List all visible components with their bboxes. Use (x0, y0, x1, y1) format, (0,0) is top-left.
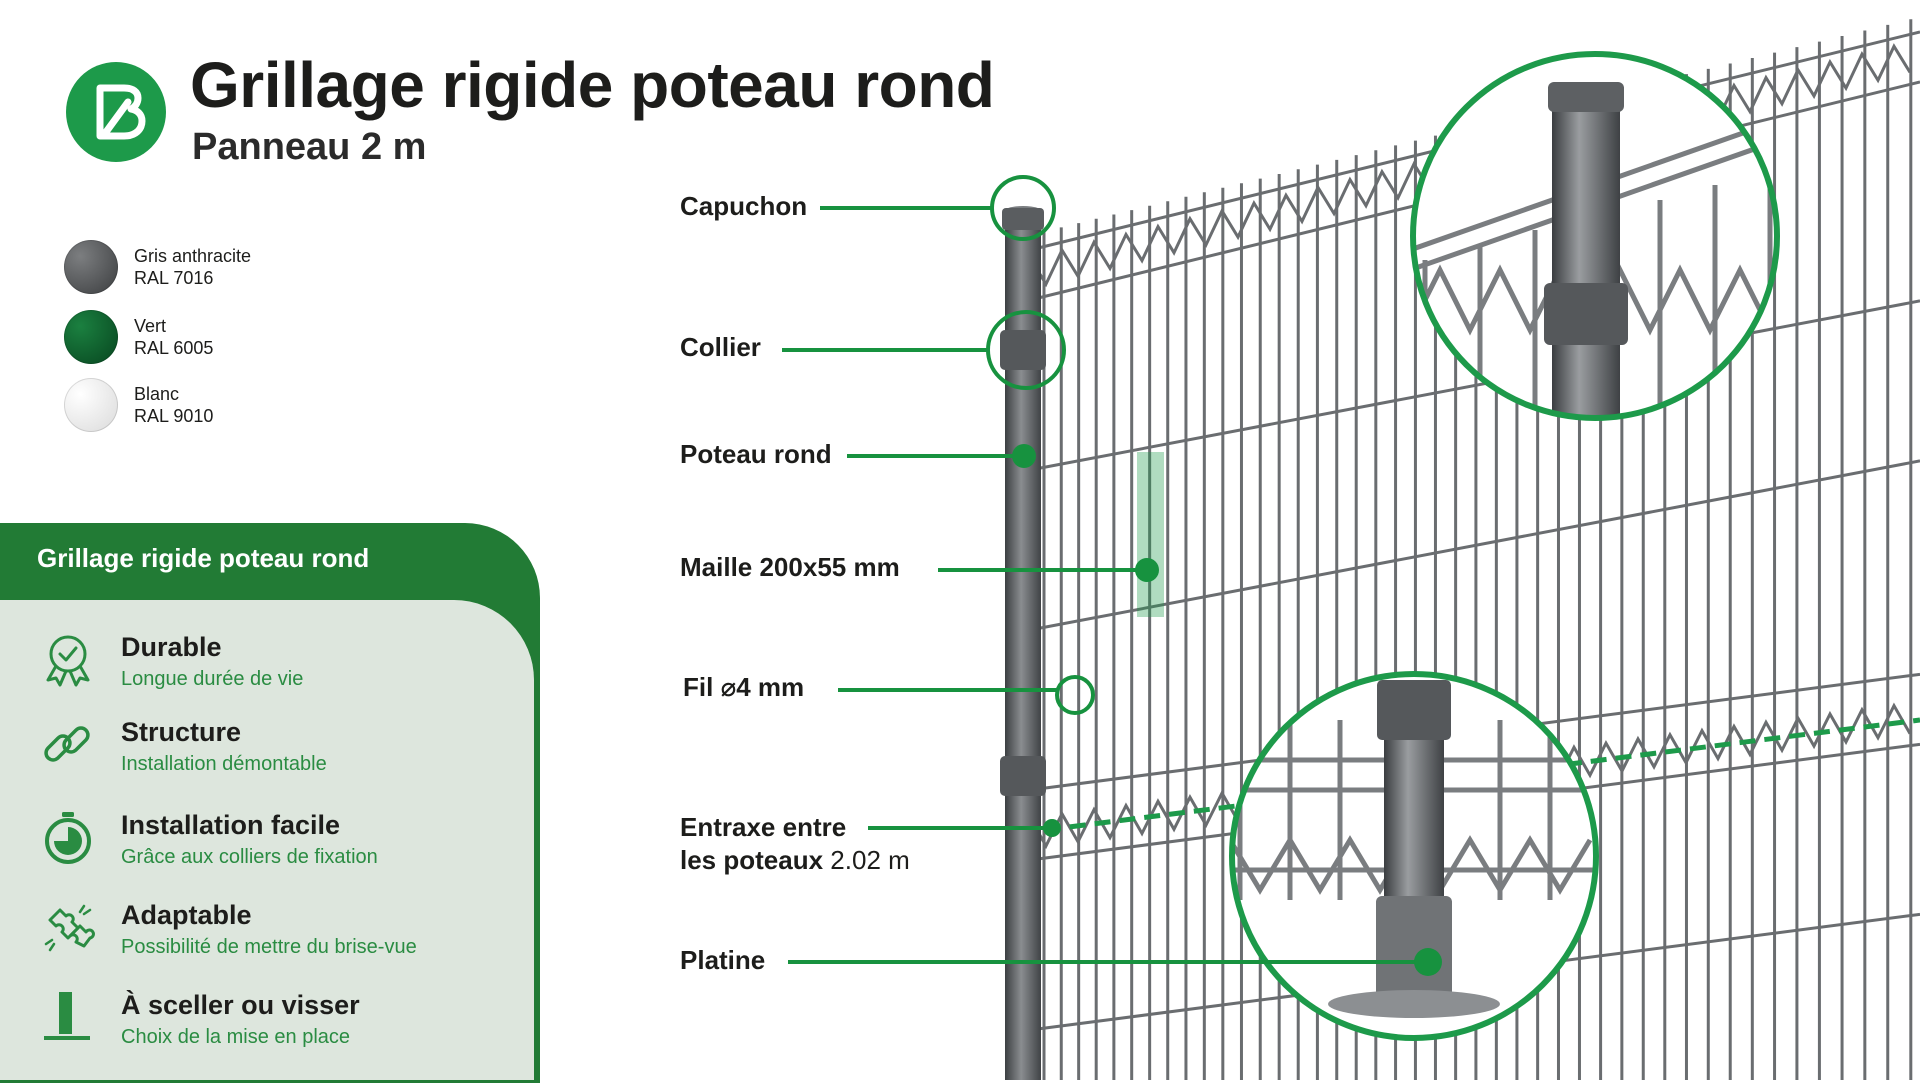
marker-collier (986, 310, 1066, 390)
award-ribbon-icon (46, 635, 90, 687)
post-in-ground-icon (44, 992, 90, 1040)
marker-poteau (1012, 444, 1036, 468)
entraxe-line-2: les poteaux (680, 845, 824, 875)
page-title: Grillage rigide poteau rond (190, 49, 995, 121)
features-panel-title: Grillage rigide poteau rond (37, 543, 370, 573)
feature-title: Adaptable (121, 900, 252, 930)
mesh-cell-highlight (1137, 452, 1164, 617)
feature-durable: Durable Longue durée de vie (40, 632, 510, 702)
stopwatch-icon (45, 812, 91, 864)
diameter-icon: ⌀ (720, 672, 737, 702)
feature-title: Durable (121, 632, 222, 662)
fence-mesh (1028, 19, 1920, 1080)
marker-platine (1414, 948, 1442, 976)
page-subtitle: Panneau 2 m (192, 126, 427, 168)
feature-title: Installation facile (121, 810, 341, 840)
round-post (1000, 206, 1046, 1080)
color-name: Blanc (134, 384, 180, 404)
swatch-gris-anthracite (64, 240, 118, 294)
feature-description: Possibilité de mettre du brise-vue (121, 936, 417, 958)
callout-poteau-rond: Poteau rond (680, 439, 832, 469)
fil-label: Fil (683, 672, 714, 702)
brand-logo (66, 62, 166, 162)
swatch-vert (64, 310, 118, 364)
color-ral: RAL 9010 (134, 406, 214, 426)
feature-description: Choix de la mise en place (121, 1026, 351, 1048)
entraxe-line-1: Entraxe entre (680, 812, 847, 842)
collar-bottom (1000, 756, 1046, 796)
feature-description: Longue durée de vie (121, 668, 304, 690)
feature-adaptable: Adaptable Possibilité de mettre du brise… (40, 900, 510, 970)
marker-capuchon (990, 175, 1056, 241)
callout-capuchon: Capuchon (680, 191, 808, 221)
color-name: Gris anthracite (134, 246, 252, 266)
feature-title: Structure (121, 717, 242, 747)
entraxe-value: 2.02 m (830, 845, 910, 875)
callout-fil: Fil ⌀4 mm (683, 671, 804, 704)
callout-maille: Maille 200x55 mm (680, 552, 900, 582)
feature-description: Installation démontable (121, 753, 327, 775)
marker-maille (1135, 558, 1159, 582)
feature-sceller-visser: À sceller ou visser Choix de la mise en … (40, 990, 510, 1060)
color-name: Vert (134, 316, 167, 336)
mesh-horizontal-wire (1029, 299, 1920, 472)
color-option-blanc: Blanc RAL 9010 (64, 378, 364, 438)
feature-structure: Structure Installation démontable (40, 717, 510, 787)
fil-value: 4 mm (736, 672, 805, 702)
zoom-circle-base (1229, 671, 1599, 1041)
chain-link-icon (44, 726, 90, 762)
color-option-vert: Vert RAL 6005 (64, 310, 364, 370)
feature-title: À sceller ou visser (121, 990, 360, 1020)
marker-entraxe (1043, 819, 1061, 837)
mesh-horizontal-wire (1029, 459, 1920, 632)
color-ral: RAL 7016 (134, 268, 214, 288)
feature-description: Grâce aux colliers de fixation (121, 846, 378, 868)
callout-collier: Collier (680, 332, 761, 362)
swatch-blanc (64, 378, 118, 432)
puzzle-piece-icon (44, 904, 95, 952)
marker-fil (1055, 675, 1095, 715)
callout-platine: Platine (680, 945, 766, 975)
collar-top (1000, 330, 1046, 370)
brand-b-icon (96, 84, 146, 140)
zoom-circle-cap (1410, 51, 1780, 421)
feature-installation-facile: Installation facile Grâce aux colliers d… (40, 810, 510, 880)
color-ral: RAL 6005 (134, 338, 214, 358)
callout-entraxe: Entraxe entre les poteaux 2.02 m (680, 811, 910, 877)
color-option-gris: Gris anthracite RAL 7016 (64, 240, 364, 300)
